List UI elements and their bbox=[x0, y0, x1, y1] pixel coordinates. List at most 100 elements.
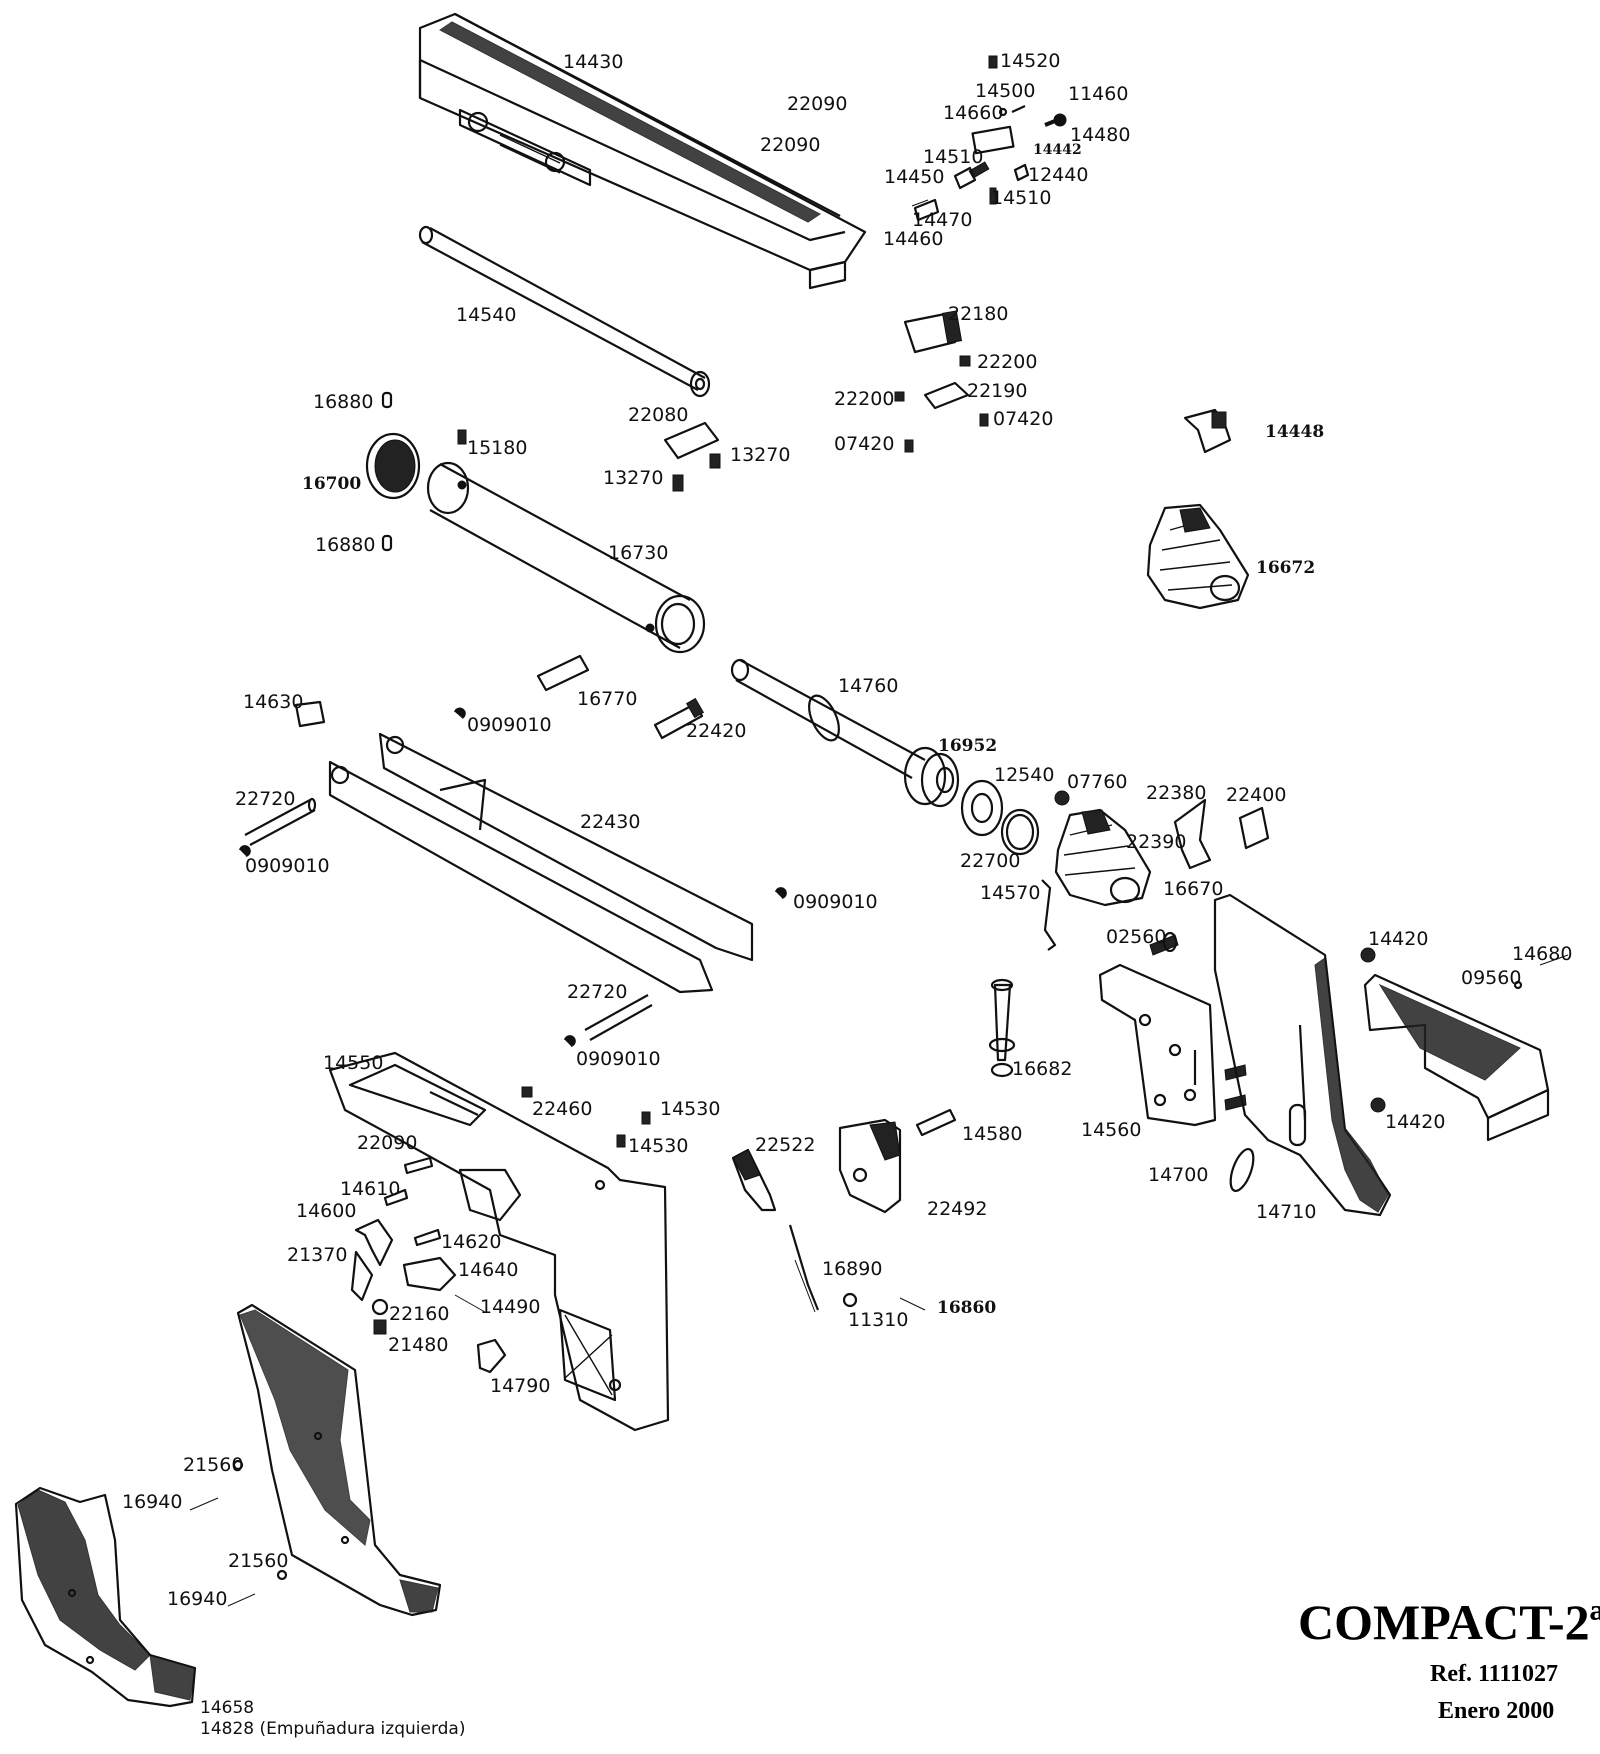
part-label-roller: 22400 bbox=[1226, 784, 1287, 806]
part-label-frame-screw: 22460 bbox=[532, 1098, 593, 1120]
part-label-pin-f: 14610 bbox=[340, 1178, 401, 1200]
part-label-piston-rod: 14760 bbox=[838, 675, 899, 697]
part-label-valve: 16682 bbox=[1012, 1058, 1073, 1080]
part-label-washer-c: 22160 bbox=[389, 1303, 450, 1325]
part-label-hammer: 22492 bbox=[927, 1198, 988, 1220]
part-label-axle-a: 22720 bbox=[235, 788, 296, 810]
part-label-spring-b: 14510 bbox=[991, 187, 1052, 209]
part-label-spring-housing-top: 16672 bbox=[1256, 558, 1316, 578]
part-label-sight-insert: 14450 bbox=[884, 166, 945, 188]
part-label-washer: 07760 bbox=[1067, 771, 1128, 793]
part-label-trigger-frame: 14550 bbox=[323, 1052, 384, 1074]
part-label-pin-c: 22420 bbox=[686, 720, 747, 742]
part-label-pin-a: 22090 bbox=[787, 93, 848, 115]
part-label-grip-screw: 14680 bbox=[1512, 943, 1573, 965]
part-label-washer-d: 11310 bbox=[848, 1309, 909, 1331]
valve-and-screws bbox=[988, 931, 1179, 1078]
part-label-cube-a: 22200 bbox=[977, 351, 1038, 373]
part-label-set-screw: 15180 bbox=[467, 437, 528, 459]
part-label-trigger-spring: 14490 bbox=[480, 1296, 541, 1318]
part-label-sear: 22522 bbox=[755, 1134, 816, 1156]
part-label-sight-pin: 14500 bbox=[975, 80, 1036, 102]
seal-rings bbox=[960, 779, 1070, 856]
part-label-spring-clip: 22390 bbox=[1126, 831, 1187, 853]
part-label-trigger-block: 14640 bbox=[458, 1259, 519, 1281]
part-label-screw-c: 02560 bbox=[1106, 926, 1167, 948]
left-grip-outer bbox=[14, 1486, 197, 1708]
part-label-nut-b: 14420 bbox=[1385, 1111, 1446, 1133]
part-label-pin-ring-a: 16880 bbox=[313, 391, 374, 413]
part-label-washer-f: 21560 bbox=[228, 1550, 289, 1572]
ring-part bbox=[365, 432, 421, 500]
part-label-ball: 11460 bbox=[1068, 83, 1129, 105]
rear-sight-parts bbox=[911, 55, 1067, 222]
part-label-front-sight: 14460 bbox=[883, 228, 944, 250]
part-label-plate-screw-a: 13270 bbox=[730, 444, 791, 466]
part-label-o-ring: 22700 bbox=[960, 850, 1021, 872]
part-label-sight-screw-b: 14480 bbox=[1070, 124, 1131, 146]
part-label-nut: 12440 bbox=[1028, 164, 1089, 186]
part-label-sight-screw: 14520 bbox=[1000, 50, 1061, 72]
part-label-spring-a: 14510 bbox=[923, 146, 984, 168]
part-label-tension-spring: 16890 bbox=[822, 1258, 883, 1280]
reference-number: Ref. 1111027 bbox=[1430, 1661, 1559, 1687]
part-label-clip-d: 0909010 bbox=[576, 1048, 661, 1070]
part-label-pin-ring-b: 16880 bbox=[315, 534, 376, 556]
part-label-barrel-rod: 14540 bbox=[456, 304, 517, 326]
part-label-sight-base: 14442 bbox=[1033, 142, 1082, 158]
part-label-sight-plate: 22190 bbox=[967, 380, 1028, 402]
part-label-bushing: 14630 bbox=[243, 691, 304, 713]
part-label-set-screw-a: 14530 bbox=[660, 1098, 721, 1120]
part-label-grip-screw-b: 16940 bbox=[167, 1588, 228, 1610]
part-label-cylinder: 16730 bbox=[608, 542, 669, 564]
trigger-frame bbox=[328, 1051, 670, 1432]
part-label-side-plate: 14560 bbox=[1081, 1119, 1142, 1141]
part-label-cube-b: 22200 bbox=[834, 388, 895, 410]
part-label-grip-screw-a: 16940 bbox=[122, 1491, 183, 1513]
left-grip-inner bbox=[236, 1303, 442, 1617]
part-label-pin-d: 22090 bbox=[357, 1132, 418, 1154]
linkage-bars bbox=[239, 732, 787, 1047]
spring-housing-top bbox=[1146, 503, 1250, 610]
part-label-axle-b: 22720 bbox=[567, 981, 628, 1003]
part-label-lever: 22380 bbox=[1146, 782, 1207, 804]
part-label-trigger-screw: 21480 bbox=[388, 1334, 449, 1356]
barrel-housing-part bbox=[418, 12, 867, 290]
model-title: COMPACT-2ª bbox=[1298, 1594, 1600, 1650]
trigger-small-parts bbox=[350, 1086, 651, 1374]
part-label-pin-b: 22090 bbox=[760, 134, 821, 156]
part-label-plate: 22080 bbox=[628, 404, 689, 426]
part-label-left-grip-alt: 14828 (Empuñadura izquierda) bbox=[200, 1719, 466, 1739]
part-label-spring-pin: 16860 bbox=[937, 1298, 997, 1318]
part-label-set-screw-b: 14530 bbox=[628, 1135, 689, 1157]
part-label-clip-c: 0909010 bbox=[793, 891, 878, 913]
grip-screws bbox=[189, 1459, 288, 1607]
part-label-pin-e: 14580 bbox=[962, 1123, 1023, 1145]
part-label-washer-e: 21560 bbox=[183, 1454, 244, 1476]
part-label-clip-b: 0909010 bbox=[245, 855, 330, 877]
part-label-barrel-housing: 14430 bbox=[563, 51, 624, 73]
sight-block-parts bbox=[894, 310, 1232, 454]
cylinder-part bbox=[426, 461, 706, 654]
barrel-rod-part bbox=[418, 225, 711, 398]
part-label-nut-a: 14420 bbox=[1368, 928, 1429, 950]
part-label-rear-sight: 14448 bbox=[1265, 422, 1325, 442]
part-label-wire-spring: 14570 bbox=[980, 882, 1041, 904]
part-label-clip-a: 0909010 bbox=[467, 714, 552, 736]
part-label-screw-b: 07420 bbox=[834, 433, 895, 455]
part-label-ring: 16700 bbox=[302, 474, 362, 494]
part-label-sight-block: 22180 bbox=[948, 303, 1009, 325]
part-label-trigger-lever: 14600 bbox=[296, 1200, 357, 1222]
part-label-piston-head: 16952 bbox=[938, 736, 998, 756]
pins-middle bbox=[294, 654, 705, 740]
piston-rod bbox=[730, 658, 960, 808]
part-label-bolt: 14790 bbox=[490, 1375, 551, 1397]
part-label-pin-g: 14620 bbox=[441, 1231, 502, 1253]
part-label-dowel: 16770 bbox=[577, 688, 638, 710]
sear-parts bbox=[731, 1108, 957, 1313]
edition-date: Enero 2000 bbox=[1438, 1698, 1555, 1724]
part-label-adjuster: 14700 bbox=[1148, 1164, 1209, 1186]
part-label-spring-housing-bottom: 16670 bbox=[1163, 878, 1224, 900]
